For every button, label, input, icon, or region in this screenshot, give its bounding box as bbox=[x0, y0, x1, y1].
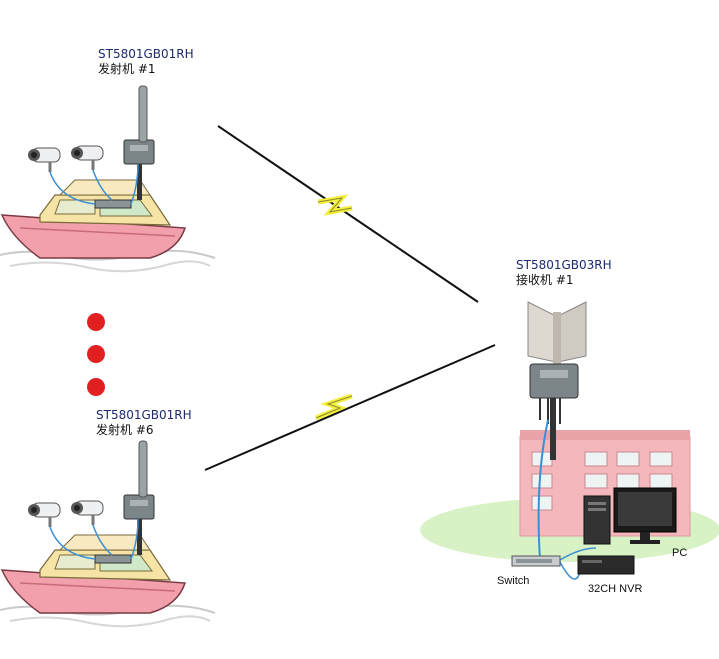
receiver-1-name: 接收机 #1 bbox=[516, 273, 574, 287]
receiver-site bbox=[420, 301, 719, 580]
receiver-1-model: ST5801GB03RH bbox=[516, 258, 612, 272]
transmitter-6-model: ST5801GB01RH bbox=[96, 408, 192, 422]
receiver-1-label: ST5801GB03RH 接收机 #1 bbox=[516, 258, 612, 288]
transmitter-1-model: ST5801GB01RH bbox=[98, 47, 194, 61]
radio-link-upper bbox=[217, 125, 479, 303]
nvr-icon bbox=[577, 555, 635, 575]
transmitter-1-name: 发射机 #1 bbox=[98, 62, 156, 76]
boat-icon bbox=[0, 439, 217, 628]
radio-link-lower bbox=[204, 344, 496, 471]
nvr-label: 32CH NVR bbox=[588, 583, 643, 595]
panel-antenna-icon bbox=[527, 301, 587, 366]
boat-icon bbox=[0, 84, 217, 273]
pc-icon bbox=[583, 487, 677, 545]
transmitter-box-icon bbox=[529, 363, 579, 424]
pc-label: PC bbox=[672, 547, 688, 559]
ellipsis-dots bbox=[87, 313, 105, 396]
transmitter-6-name: 发射机 #6 bbox=[96, 423, 154, 437]
transmitter-1-label: ST5801GB01RH 发射机 #1 bbox=[98, 47, 194, 77]
switch-icon bbox=[511, 555, 561, 567]
lightning-icon bbox=[317, 194, 353, 216]
switch-label: Switch bbox=[497, 575, 530, 587]
transmitter-6-label: ST5801GB01RH 发射机 #6 bbox=[96, 408, 192, 438]
